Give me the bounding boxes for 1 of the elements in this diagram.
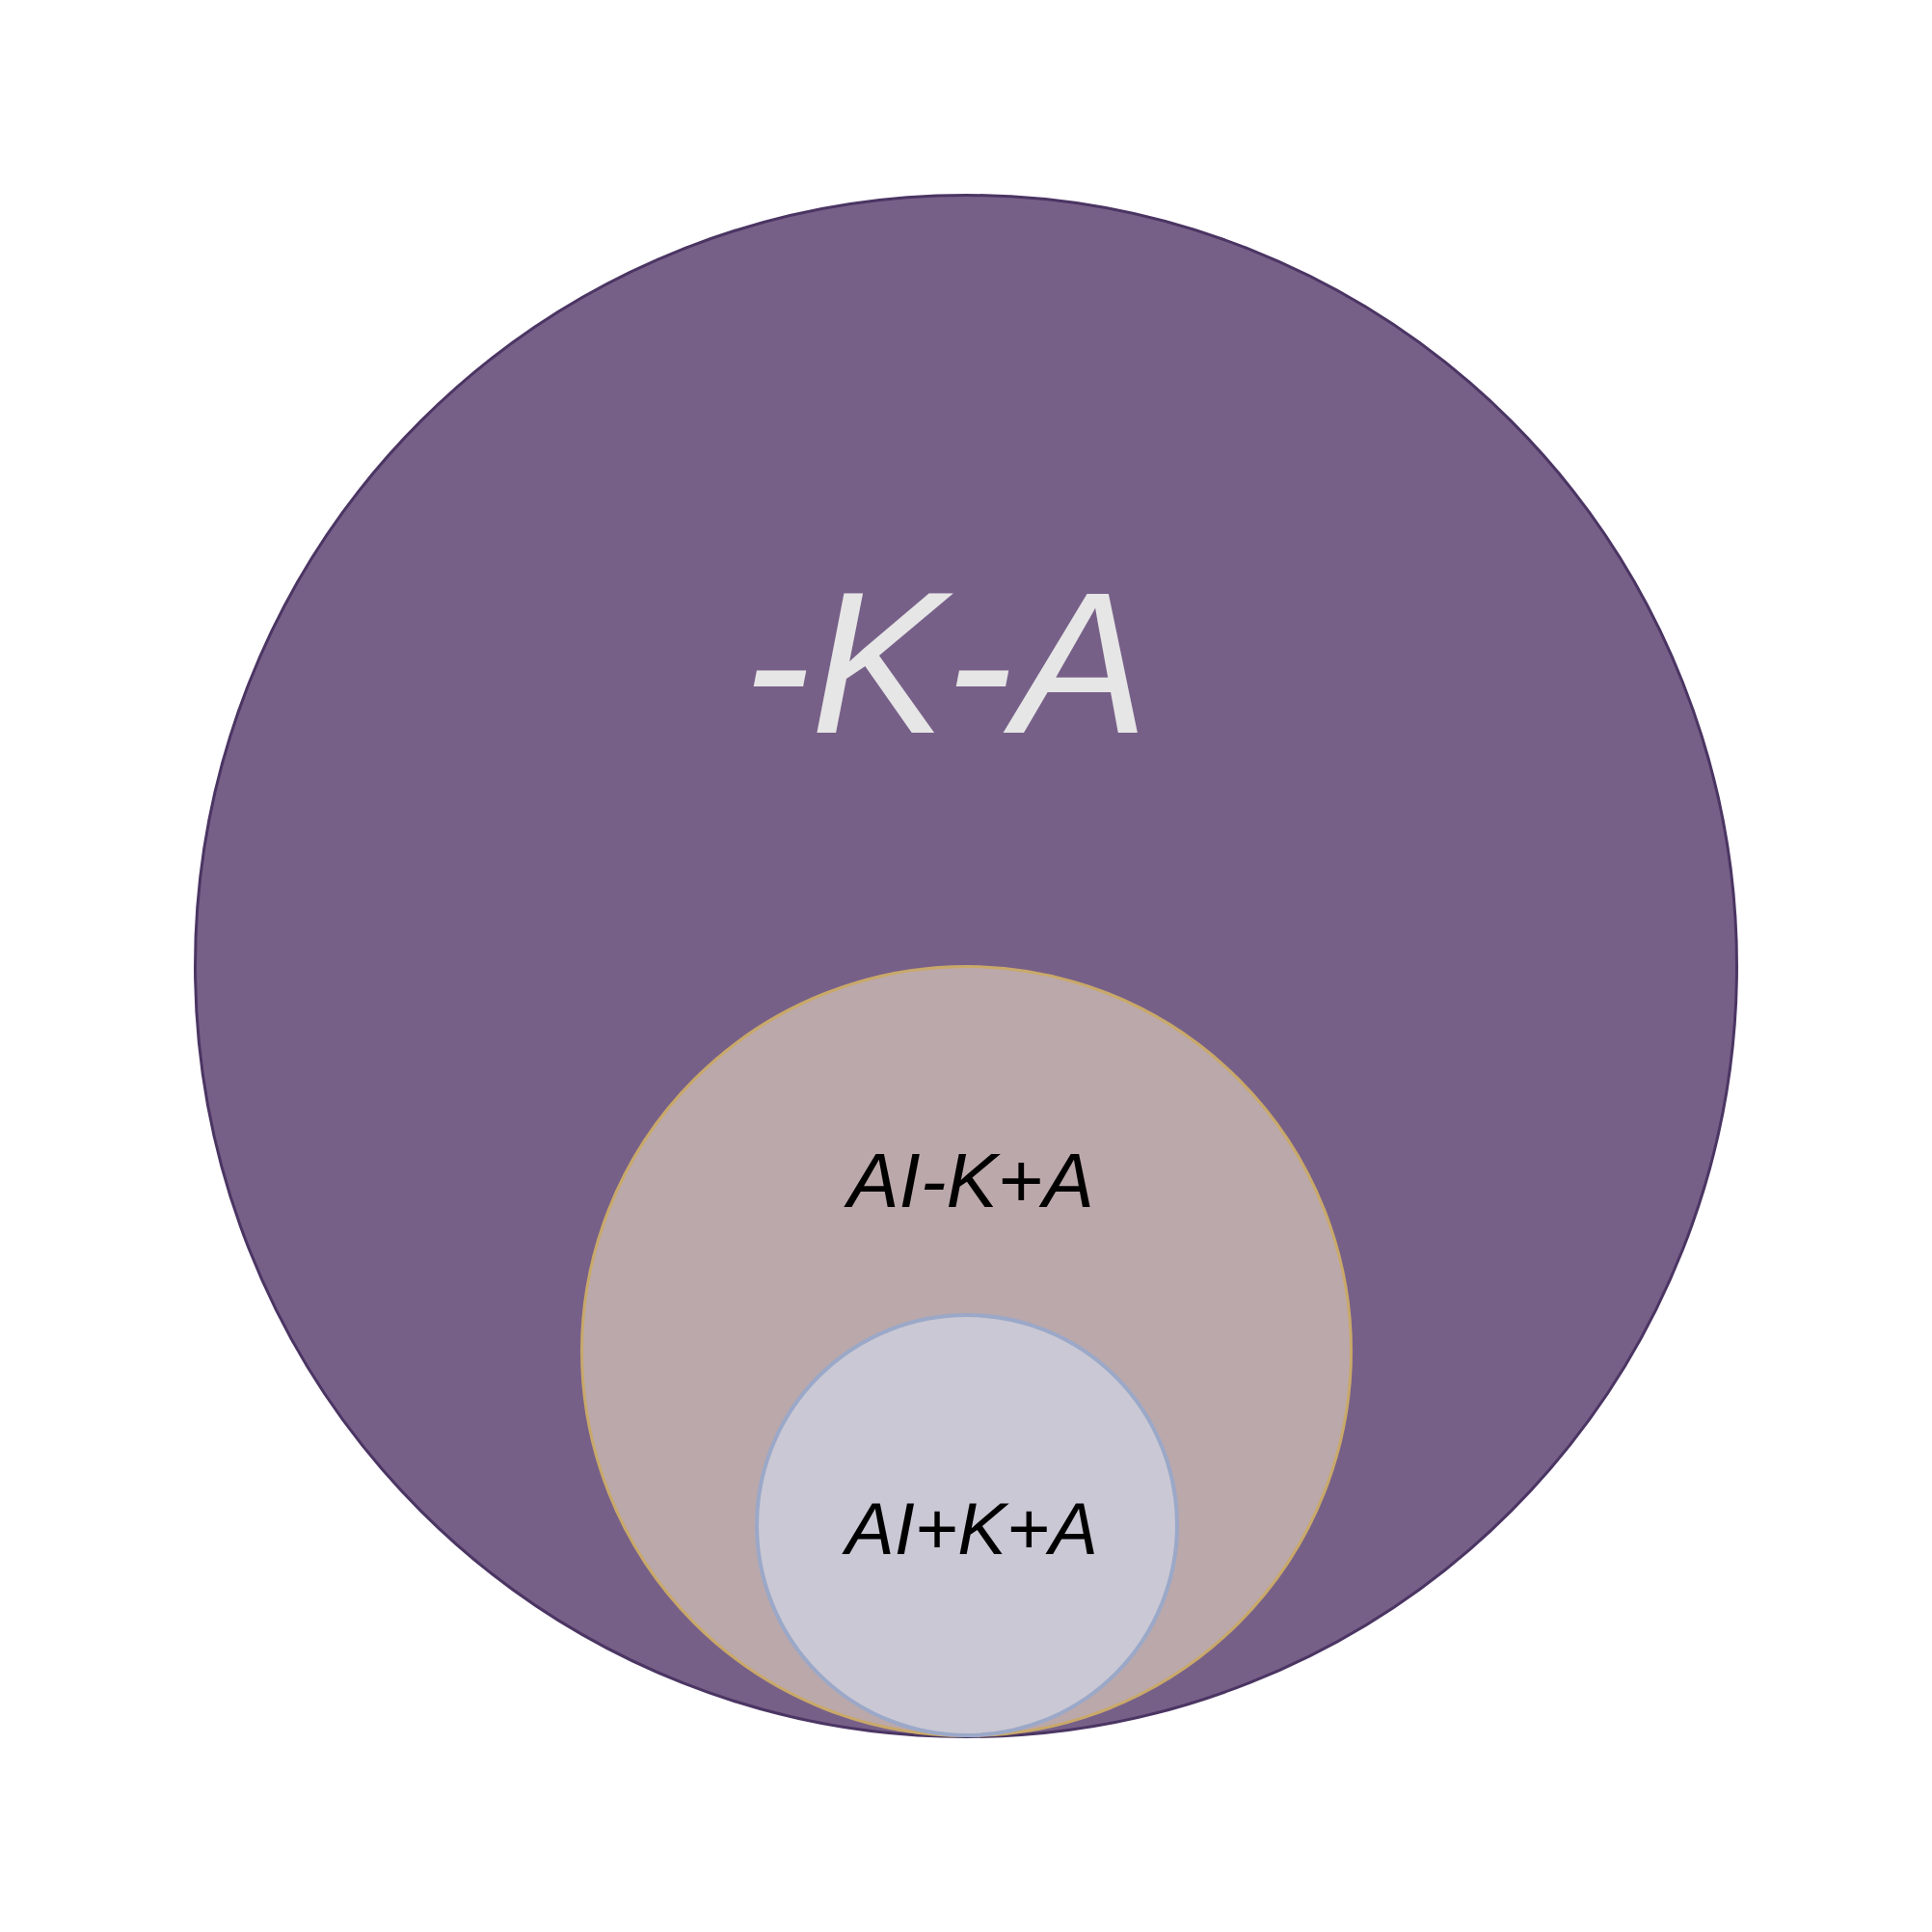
set-label: -K-A [743,562,1148,765]
